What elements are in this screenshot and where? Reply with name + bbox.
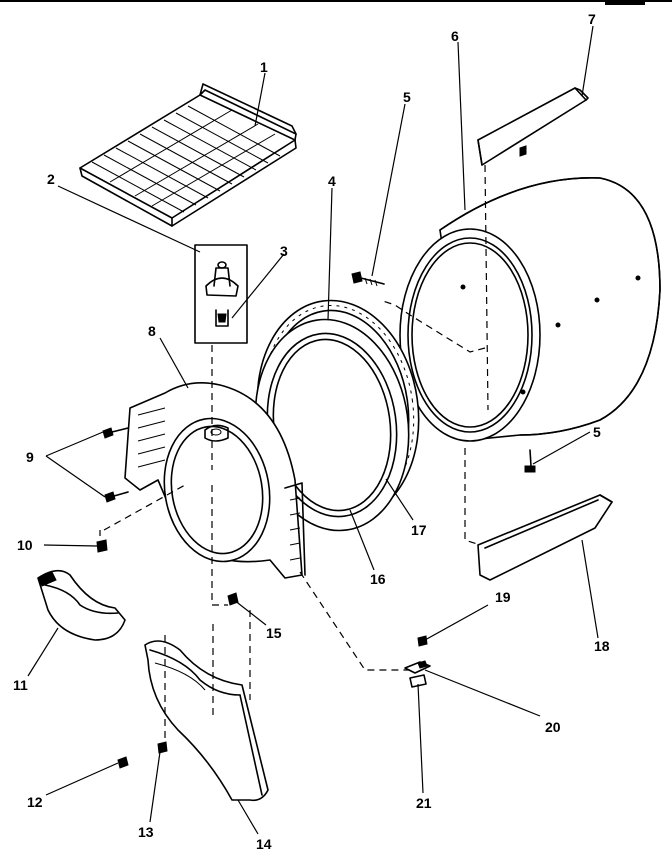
callout-19: 19 bbox=[495, 589, 511, 605]
callout-20: 20 bbox=[545, 719, 561, 735]
part-top-baffle bbox=[477, 87, 589, 166]
part-clip-21 bbox=[409, 674, 427, 688]
part-screw-13 bbox=[157, 741, 168, 754]
part-front-bulkhead bbox=[124, 382, 306, 579]
callout-3: 3 bbox=[280, 243, 288, 259]
part-screw-upper bbox=[351, 271, 385, 287]
callout-4: 4 bbox=[328, 173, 336, 189]
callout-labels: 1 2 3 4 5 5 6 7 8 9 10 11 12 13 14 15 16… bbox=[13, 11, 610, 852]
callout-7: 7 bbox=[588, 11, 596, 27]
callout-16: 16 bbox=[370, 571, 386, 587]
callout-11: 11 bbox=[13, 677, 28, 693]
part-lint-guide bbox=[37, 569, 126, 641]
callout-2: 2 bbox=[47, 171, 55, 187]
callout-5-upper: 5 bbox=[403, 89, 411, 105]
leader-lines bbox=[27, 25, 599, 835]
callout-15: 15 bbox=[266, 625, 282, 641]
callout-12: 12 bbox=[27, 794, 43, 810]
callout-18: 18 bbox=[594, 638, 610, 654]
part-clip-20 bbox=[404, 660, 431, 674]
callout-14: 14 bbox=[256, 836, 272, 852]
part-screw-15 bbox=[227, 592, 239, 606]
part-screw-9-lower bbox=[104, 491, 129, 503]
callout-8: 8 bbox=[148, 323, 156, 339]
part-screw-19 bbox=[417, 635, 428, 647]
part-screw-12 bbox=[117, 756, 129, 769]
part-screw-10 bbox=[96, 539, 108, 553]
assembly-lines bbox=[99, 164, 489, 745]
callout-5-lower: 5 bbox=[593, 424, 601, 440]
callout-10: 10 bbox=[17, 537, 33, 553]
top-corner-mark bbox=[605, 0, 645, 5]
callout-1: 1 bbox=[260, 59, 268, 75]
callout-17: 17 bbox=[411, 522, 427, 538]
part-drum bbox=[399, 177, 661, 442]
part-screw-lower bbox=[524, 449, 536, 473]
part-bracket-box bbox=[194, 244, 248, 344]
callout-13: 13 bbox=[138, 824, 154, 840]
callout-21: 21 bbox=[416, 795, 432, 811]
part-bottom-baffle bbox=[477, 494, 613, 581]
callout-6: 6 bbox=[451, 28, 459, 44]
callout-9: 9 bbox=[26, 449, 34, 465]
part-lint-duct bbox=[144, 640, 269, 802]
part-drying-rack bbox=[79, 83, 297, 227]
part-screw-9-upper bbox=[102, 427, 129, 439]
